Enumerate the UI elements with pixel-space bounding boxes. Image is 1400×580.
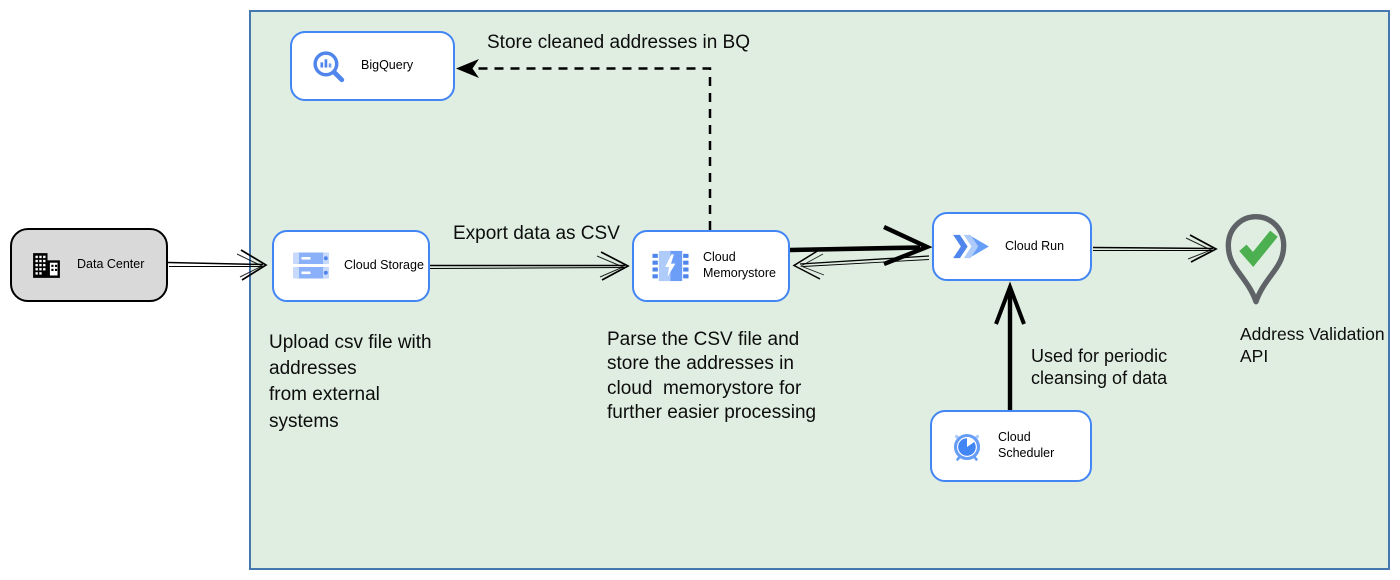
node-data-center: Data Center	[10, 228, 168, 302]
node-label: BigQuery	[361, 58, 414, 73]
annotation-parse-csv: Parse the CSV file and store the address…	[607, 329, 817, 423]
edge-memorystore-to-bigquery	[456, 59, 712, 230]
memorystore-chip-icon	[652, 250, 689, 282]
location-pin-check-icon	[1222, 208, 1290, 313]
cloud-run-chevrons-icon	[952, 232, 991, 261]
gcp-boundary-box	[249, 10, 1390, 570]
edge-storage-to-memorystore	[429, 251, 630, 281]
annotation-store-bq: Store cleaned addresses in BQ	[487, 32, 750, 53]
alarm-clock-icon	[950, 429, 984, 463]
address-validation-api-label: Address Validation API	[1240, 324, 1385, 366]
annotation-upload-csv: Upload csv file with addresses from exte…	[269, 332, 432, 432]
node-cloud-run: Cloud Run	[932, 212, 1092, 281]
edge-datacenter-to-storage	[167, 249, 268, 281]
node-label: Cloud Scheduler	[998, 430, 1055, 460]
node-label: Data Center	[77, 257, 145, 272]
node-cloud-scheduler: Cloud Scheduler	[930, 410, 1092, 482]
node-label: Cloud Storage	[344, 258, 424, 273]
node-label: Cloud Run	[1005, 238, 1065, 253]
edge-run-to-validation	[1092, 234, 1218, 263]
cloud-storage-bars-icon	[292, 251, 330, 281]
annotation-export-csv: Export data as CSV	[453, 223, 620, 244]
edge-scheduler-to-run	[994, 281, 1026, 410]
node-bigquery: BigQuery	[290, 31, 455, 101]
edge-run-to-memorystore	[792, 249, 930, 280]
node-cloud-memorystore: Cloud Memorystore	[632, 230, 790, 302]
node-label: Cloud Memorystore	[703, 250, 776, 280]
bigquery-magnifier-icon	[310, 48, 347, 85]
building-icon	[30, 250, 63, 281]
annotation-periodic-cleansing: Used for periodic cleansing of data	[1031, 346, 1168, 388]
node-cloud-storage: Cloud Storage	[272, 230, 430, 302]
edge-memorystore-to-run	[789, 225, 933, 267]
